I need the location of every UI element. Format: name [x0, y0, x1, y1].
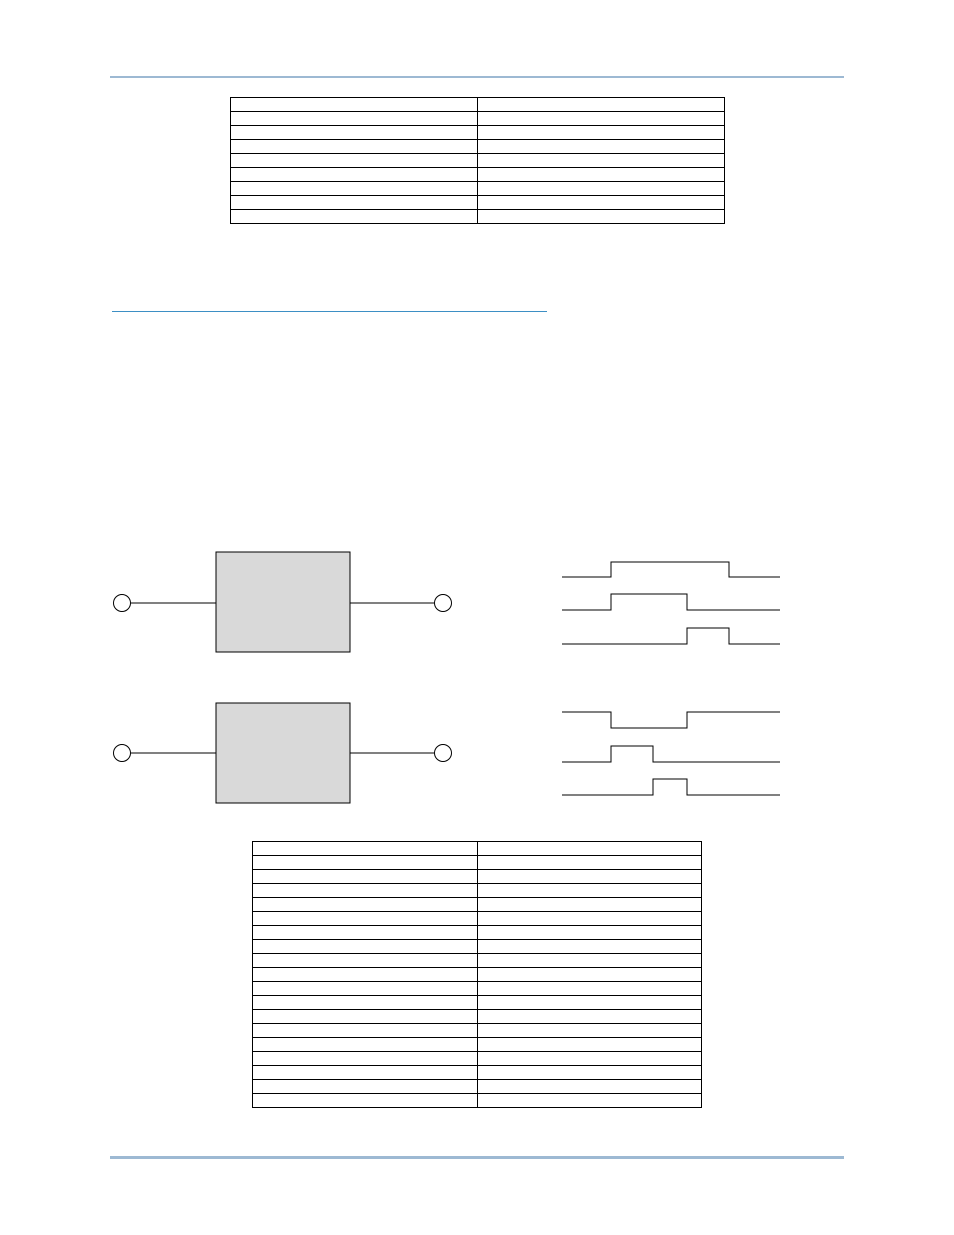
table-cell	[252, 953, 478, 968]
table-cell	[477, 995, 702, 1010]
output-terminal-2	[434, 744, 452, 762]
table-row	[252, 883, 702, 898]
table-row	[252, 967, 702, 982]
table-row	[252, 925, 702, 940]
table-cell	[252, 1079, 478, 1094]
table-row	[230, 153, 725, 168]
table-row	[252, 1009, 702, 1024]
table-row	[252, 841, 702, 856]
table-row	[252, 1037, 702, 1052]
table-row	[252, 1051, 702, 1066]
timing-diagram-2	[562, 711, 780, 796]
table-cell	[477, 897, 702, 912]
footer-rule	[110, 1156, 844, 1159]
table-cell	[477, 841, 702, 856]
table-cell	[477, 911, 702, 926]
table-row	[252, 1093, 702, 1108]
logic-block-2	[113, 702, 452, 804]
table-row	[252, 869, 702, 884]
table-row	[252, 995, 702, 1010]
table-row	[252, 981, 702, 996]
table-cell	[477, 883, 702, 898]
table-cell	[477, 1009, 702, 1024]
table-cell	[252, 1037, 478, 1052]
table-cell	[252, 939, 478, 954]
input-terminal-2	[113, 744, 131, 762]
table-row	[230, 209, 725, 224]
table-row	[252, 897, 702, 912]
table-cell	[252, 897, 478, 912]
timing-waveform-pulse-2	[562, 745, 780, 763]
timing-waveform-output-2	[562, 778, 780, 796]
table-cell	[252, 869, 478, 884]
table-cell	[477, 1093, 702, 1108]
table-row	[252, 1065, 702, 1080]
table-row	[230, 139, 725, 154]
table-cell	[477, 869, 702, 884]
table-cell	[252, 841, 478, 856]
timing-waveform-output-1	[562, 627, 780, 645]
function-box-1	[215, 551, 351, 653]
section-heading-rule	[112, 311, 547, 312]
table-cell	[477, 953, 702, 968]
timing-waveform-input-1	[562, 561, 780, 578]
table-cell	[477, 967, 702, 982]
timing-diagram-1	[562, 561, 780, 645]
function-box-2	[215, 702, 351, 804]
table-cell	[477, 925, 702, 940]
table-cell	[252, 1023, 478, 1038]
table-cell	[477, 1065, 702, 1080]
table-cell	[252, 883, 478, 898]
table-cell	[252, 925, 478, 940]
table-cell	[252, 1065, 478, 1080]
logic-block-1	[113, 551, 452, 653]
header-rule	[110, 76, 844, 78]
table-cell	[252, 911, 478, 926]
table-cell	[477, 1023, 702, 1038]
table-cell	[477, 981, 702, 996]
table-row	[252, 911, 702, 926]
table-row	[230, 181, 725, 196]
table-cell	[252, 967, 478, 982]
table-cell	[252, 1093, 478, 1108]
table-cell	[252, 1009, 478, 1024]
table-cell	[477, 855, 702, 870]
table-row	[230, 195, 725, 210]
output-terminal-1	[434, 594, 452, 612]
table-row	[252, 1079, 702, 1094]
bottom-table	[252, 841, 702, 1108]
table-cell	[477, 1037, 702, 1052]
table-row	[230, 167, 725, 182]
table-row	[252, 939, 702, 954]
table-row	[252, 953, 702, 968]
table-cell	[477, 939, 702, 954]
timing-waveform-input-2	[562, 711, 780, 729]
table-cell	[252, 981, 478, 996]
table-cell	[477, 209, 725, 224]
table-row	[252, 855, 702, 870]
table-row	[252, 1023, 702, 1038]
table-cell	[252, 855, 478, 870]
table-cell	[252, 1051, 478, 1066]
table-cell	[252, 995, 478, 1010]
table-cell	[477, 1051, 702, 1066]
timing-waveform-pulse-1	[562, 593, 780, 611]
input-terminal-1	[113, 594, 131, 612]
top-table	[230, 97, 725, 224]
table-cell	[477, 1079, 702, 1094]
